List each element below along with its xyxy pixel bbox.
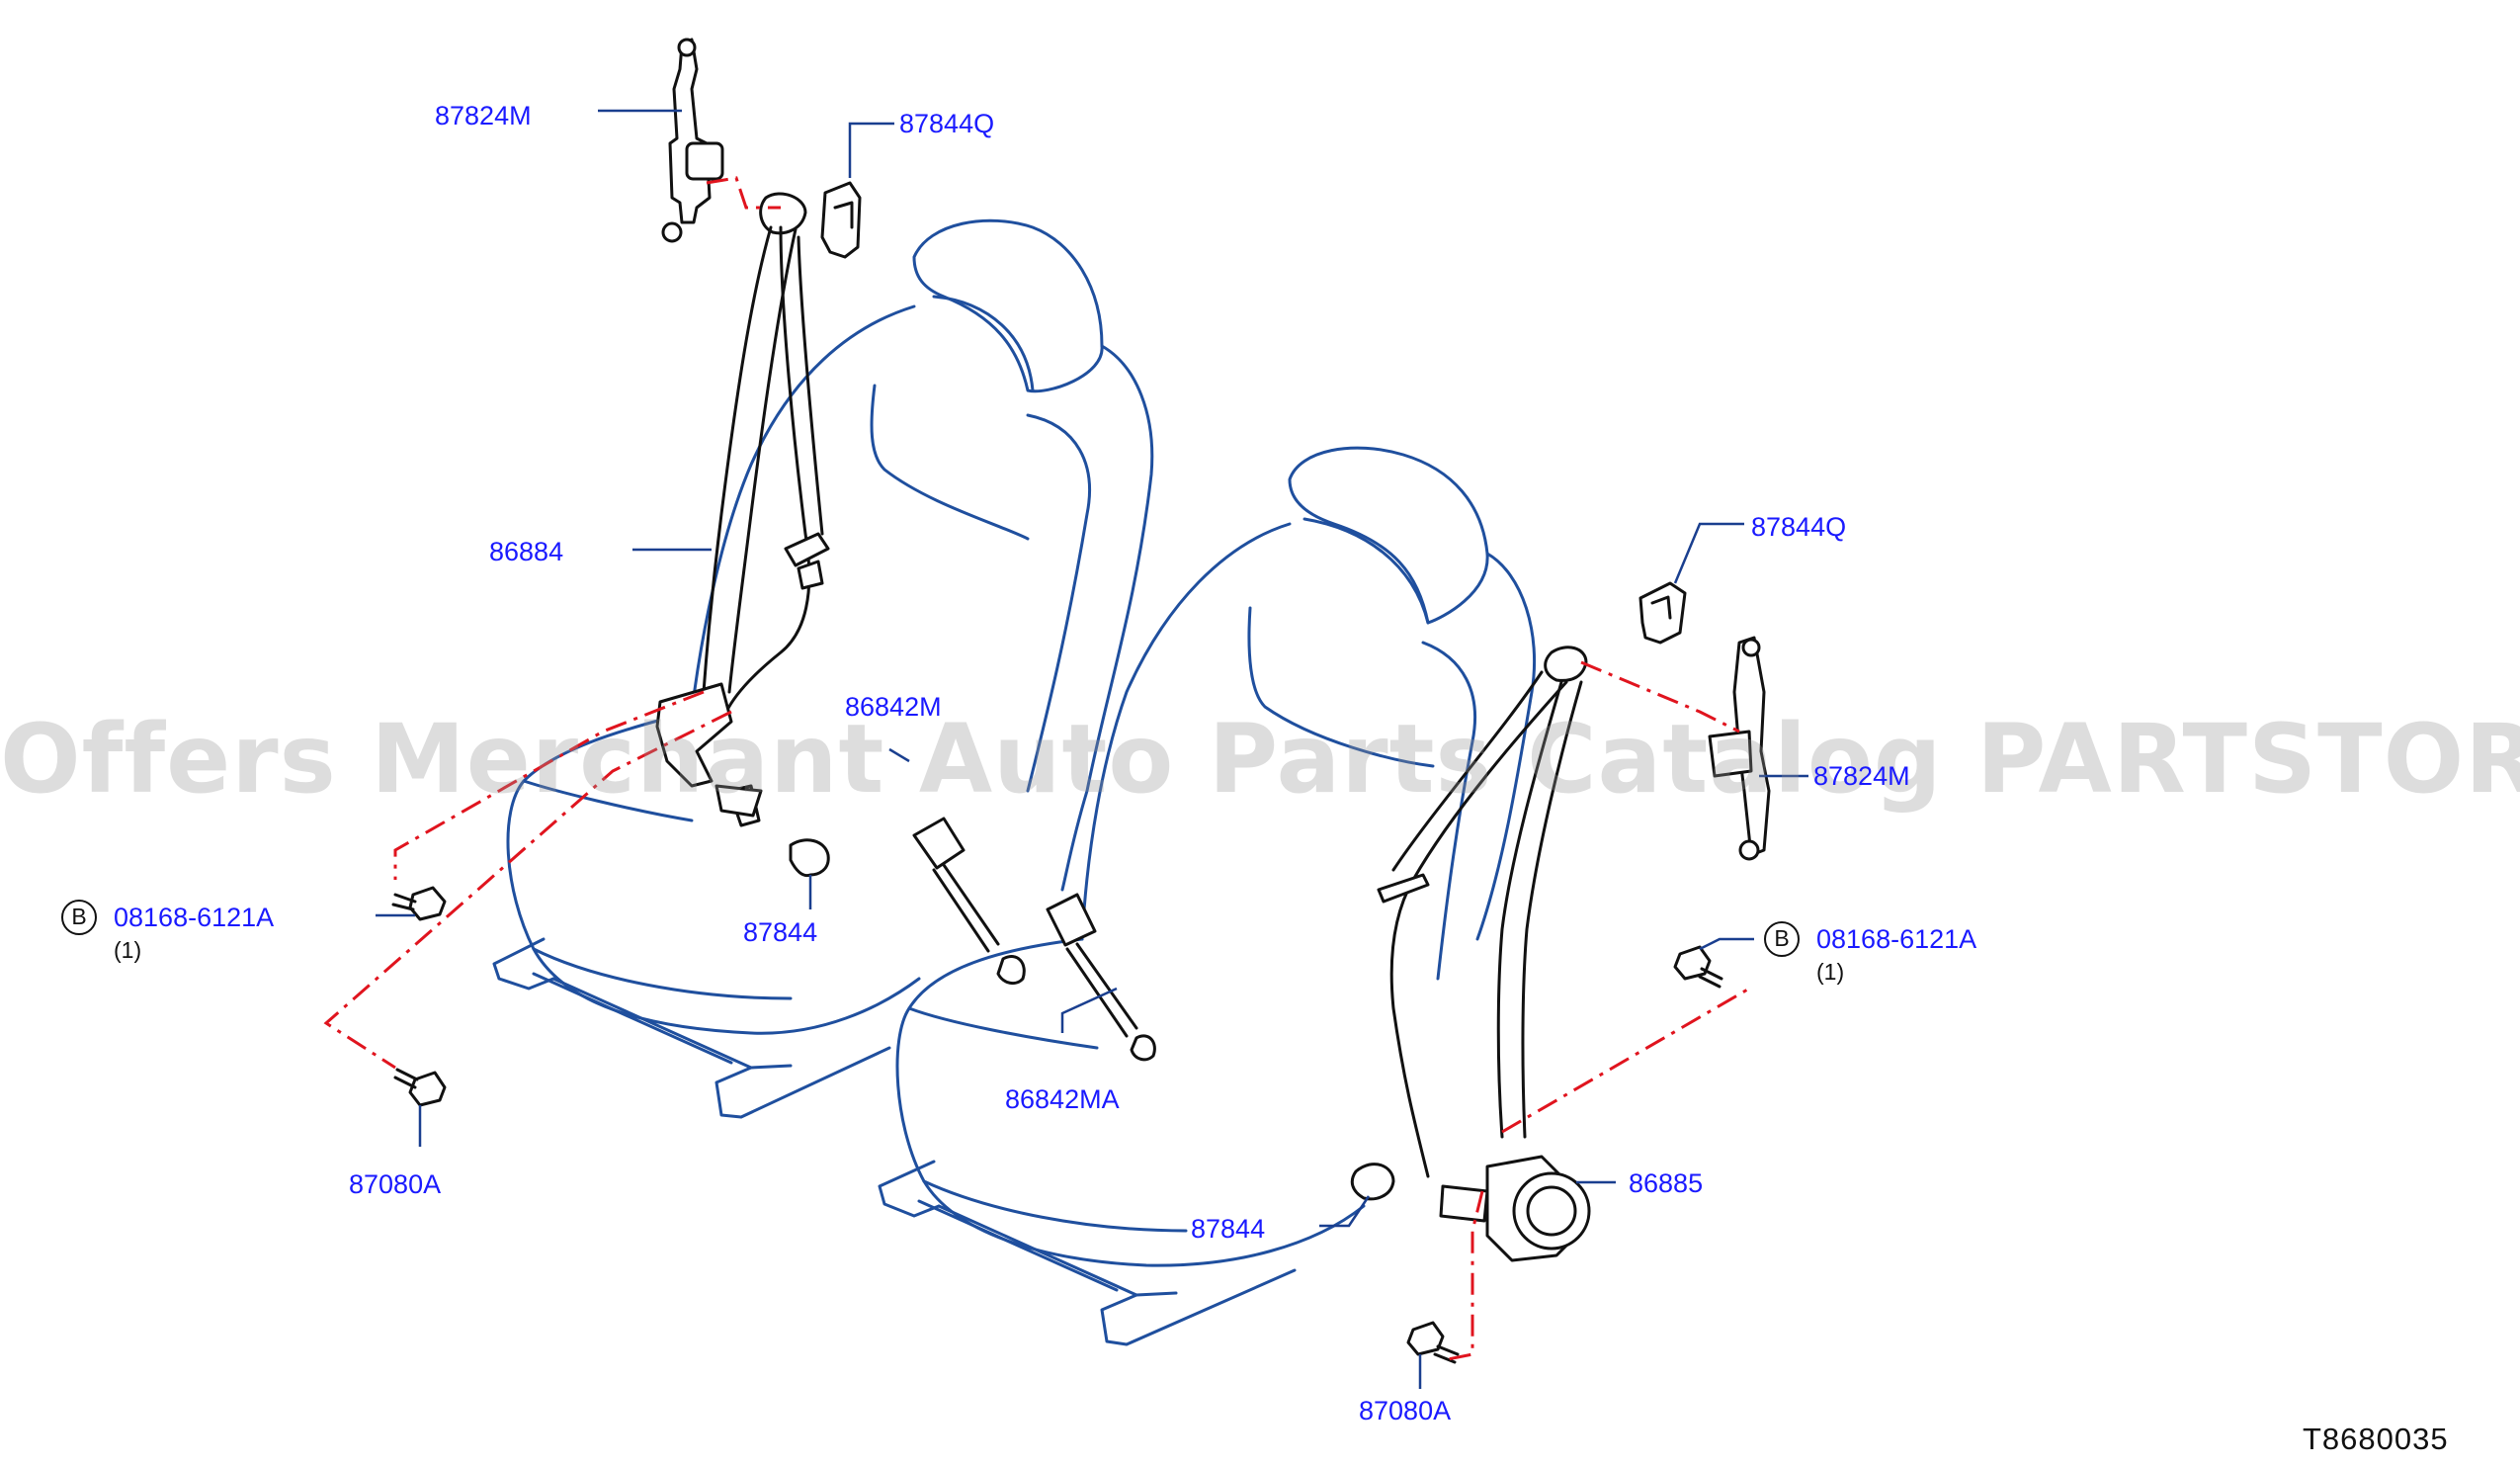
callout-87080a-right[interactable]: 87080A (1359, 1396, 1452, 1425)
left-belt-assembly (391, 38, 1026, 1107)
callout-87844-right[interactable]: 87844 (1191, 1214, 1266, 1244)
callout-87824m-left[interactable]: 87824M (435, 101, 532, 130)
callout-87844-left[interactable]: 87844 (743, 917, 818, 947)
callout-87844q-left[interactable]: 87844Q (899, 109, 995, 138)
right-seat (878, 446, 1537, 1346)
diagram-reference-code: T8680035 (2303, 1422, 2449, 1456)
right-belt-assembly (820, 181, 1771, 1364)
callout-86885[interactable]: 86885 (1629, 1168, 1704, 1198)
left-seat (492, 218, 1154, 1119)
leader-lines (376, 109, 1808, 1389)
watermark: Offers Merchant Auto Parts Catalog PARTS… (0, 704, 2520, 815)
callout-08168-6121a-right[interactable]: 08168-6121A (1816, 924, 1977, 954)
callout-87824m-right[interactable]: 87824M (1813, 761, 1910, 791)
callout-86842m[interactable]: 86842M (845, 692, 942, 722)
qty-left: (1) (114, 937, 142, 963)
bolt-badge-left: B (61, 900, 97, 935)
assembly-lines (323, 176, 1750, 1361)
callout-86884[interactable]: 86884 (489, 537, 564, 566)
bolt-badge-right: B (1764, 921, 1800, 957)
callout-87844q-right[interactable]: 87844Q (1751, 512, 1847, 542)
callout-86842ma[interactable]: 86842MA (1005, 1084, 1120, 1114)
qty-right: (1) (1816, 959, 1845, 985)
callout-08168-6121a-left[interactable]: 08168-6121A (114, 903, 275, 932)
callout-87080a-left[interactable]: 87080A (349, 1169, 442, 1199)
